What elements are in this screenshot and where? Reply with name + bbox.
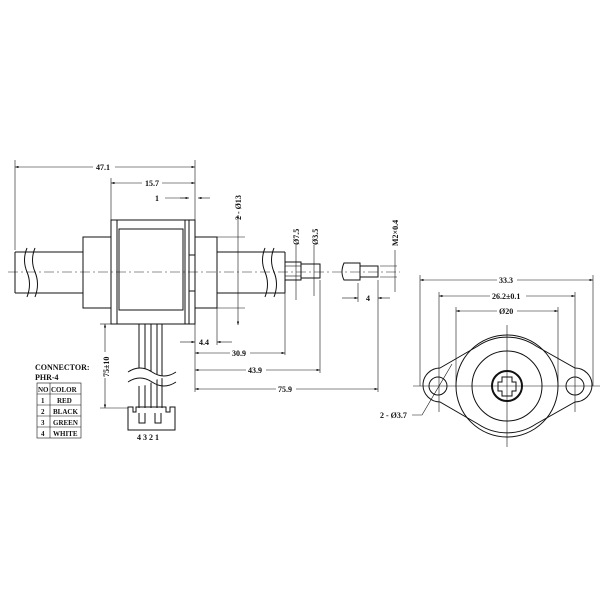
table-cell-color: RED [57, 397, 72, 405]
table-header-color: COLOR [51, 386, 78, 394]
connector-info: CONNECTOR: PHR-4 NO COLOR 1 RED 2 BLACK … [35, 363, 90, 439]
side-view: 4 3 2 1 47.1 15.7 1 2 - Ø13 Ø7.5 Ø3.5 M2… [8, 160, 400, 442]
dim-hole-spacing: 26.2±0.1 [492, 292, 520, 301]
table-cell-no: 3 [41, 419, 45, 427]
left-shaft [14, 247, 83, 298]
right-shaft [217, 247, 321, 298]
dim-flange-thickness: 1 [155, 194, 159, 203]
table-cell-color: GREEN [53, 419, 78, 427]
shaft-end [497, 376, 517, 397]
table-cell-color: BLACK [53, 408, 78, 416]
dim-thread: M2×0.4 [391, 220, 400, 246]
connector-table: NO COLOR 1 RED 2 BLACK 3 GREEN 4 WHITE [36, 382, 82, 439]
front-view: 33.3 26.2±0.1 Ø20 2 - Ø3.7 [380, 275, 600, 447]
connector-housing [127, 406, 176, 431]
connector-title: CONNECTOR: [35, 363, 90, 372]
mounting-flange [422, 336, 593, 434]
dim-hole-diameter: 2 - Ø3.7 [380, 411, 407, 420]
table-cell-no: 2 [41, 408, 45, 416]
dim-shaft-diameter: Ø7.5 [292, 229, 301, 245]
left-boss [82, 236, 112, 309]
dim-body-length: 15.7 [145, 179, 159, 188]
dim-thread-shaft-diameter: Ø3.5 [311, 229, 320, 245]
dim-4-4: 4.4 [199, 338, 209, 347]
right-boss [194, 236, 218, 309]
dim-mount-width: 33.3 [499, 276, 513, 285]
table-cell-no: 1 [41, 397, 45, 405]
table-cell-color: WHITE [53, 430, 78, 438]
lead-wires [127, 324, 177, 408]
dim-overall-length: 47.1 [96, 163, 110, 172]
dim-thread-length: 4 [366, 294, 370, 303]
table-header-no: NO [38, 386, 49, 394]
dim-75-9: 75.9 [278, 385, 292, 394]
table-cell-no: 4 [41, 430, 45, 438]
detached-pinion [341, 262, 379, 281]
dim-30-9: 30.9 [232, 349, 246, 358]
dim-lead-length: 75±10 [102, 357, 111, 377]
connector-type: PHR-4 [35, 373, 59, 382]
dim-boss-diameter: 2 - Ø13 [234, 195, 243, 220]
dim-body-diameter: Ø20 [499, 307, 513, 316]
connector-pin-labels: 4 3 2 1 [137, 433, 159, 442]
dim-43-9: 43.9 [248, 366, 262, 375]
